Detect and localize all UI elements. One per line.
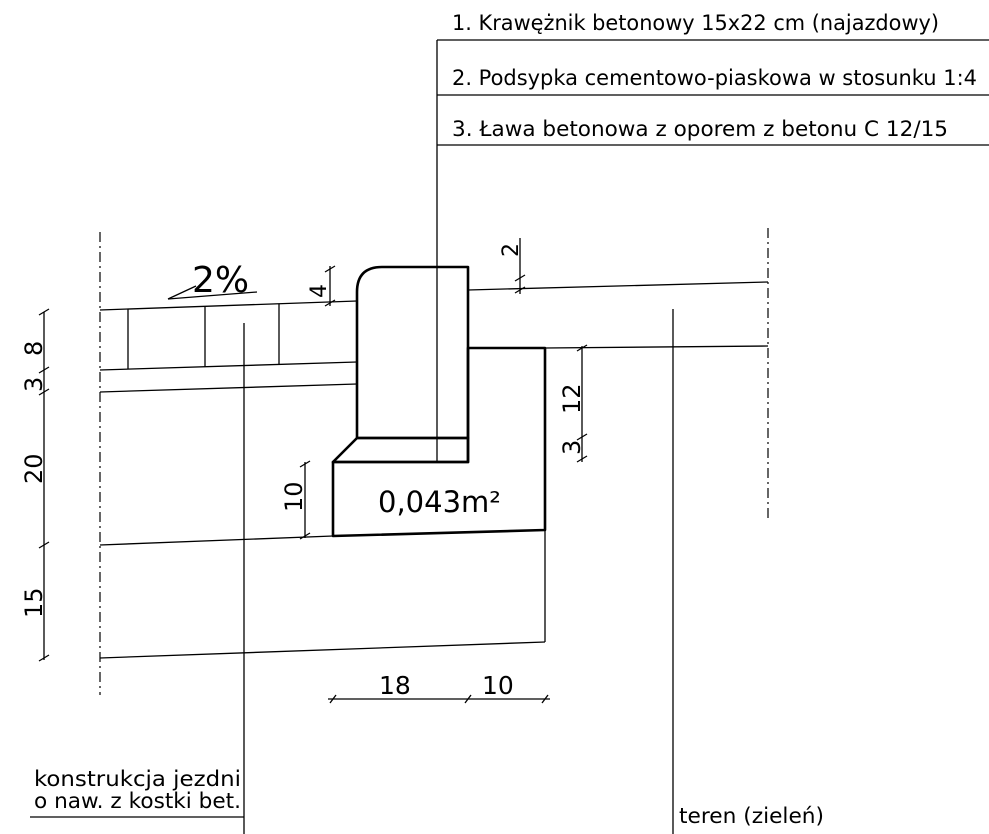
area-label: 0,043m² [378,485,501,519]
dim-widths: 18 10 [328,671,550,704]
svg-text:3: 3 [20,377,48,392]
road-construction-label: konstrukcja jezdni o naw. z kostki bet. [30,767,244,818]
svg-text:3: 3 [558,440,586,455]
svg-text:20: 20 [20,453,48,484]
svg-text:o naw. z kostki bet.: o naw. z kostki bet. [34,789,241,813]
road-pavement [99,300,546,834]
svg-text:18: 18 [379,671,411,700]
legend-item-bedding: 2. Podsypka cementowo-piaskowa w stosunk… [452,66,977,90]
svg-text:10: 10 [482,671,514,700]
svg-text:12: 12 [558,383,586,414]
terrain-lines [467,281,769,834]
dim-top-gap: 2 [499,238,526,294]
legend-item-foundation: 3. Ława betonowa z oporem z betonu C 12/… [452,117,948,141]
dim-foundation: 10 [280,460,311,540]
dim-left-chain: 8 3 20 15 [20,308,50,662]
svg-text:konstrukcja jezdni: konstrukcja jezdni [34,767,241,791]
legend-item-curb: 1. Krawężnik betonowy 15x22 cm (najazdow… [452,11,939,35]
dim-curb-reveal: 4 [307,265,336,307]
area-label-bg [376,484,524,518]
svg-text:15: 15 [20,587,48,618]
svg-text:teren (zieleń): teren (zieleń) [679,804,824,828]
terrain-label: teren (zieleń) [679,804,824,828]
dim-right-chain: 12 3 [558,344,588,463]
svg-text:2: 2 [499,243,524,257]
concrete-curb [355,265,470,440]
svg-text:10: 10 [280,481,308,512]
svg-text:8: 8 [20,341,48,356]
cement-sand-bedding [331,436,470,464]
slope-label: 2% [192,260,249,301]
slope-indicator: 2% [167,260,258,301]
svg-text:4: 4 [307,284,332,298]
legend: 1. Krawężnik betonowy 15x22 cm (najazdow… [436,11,989,462]
